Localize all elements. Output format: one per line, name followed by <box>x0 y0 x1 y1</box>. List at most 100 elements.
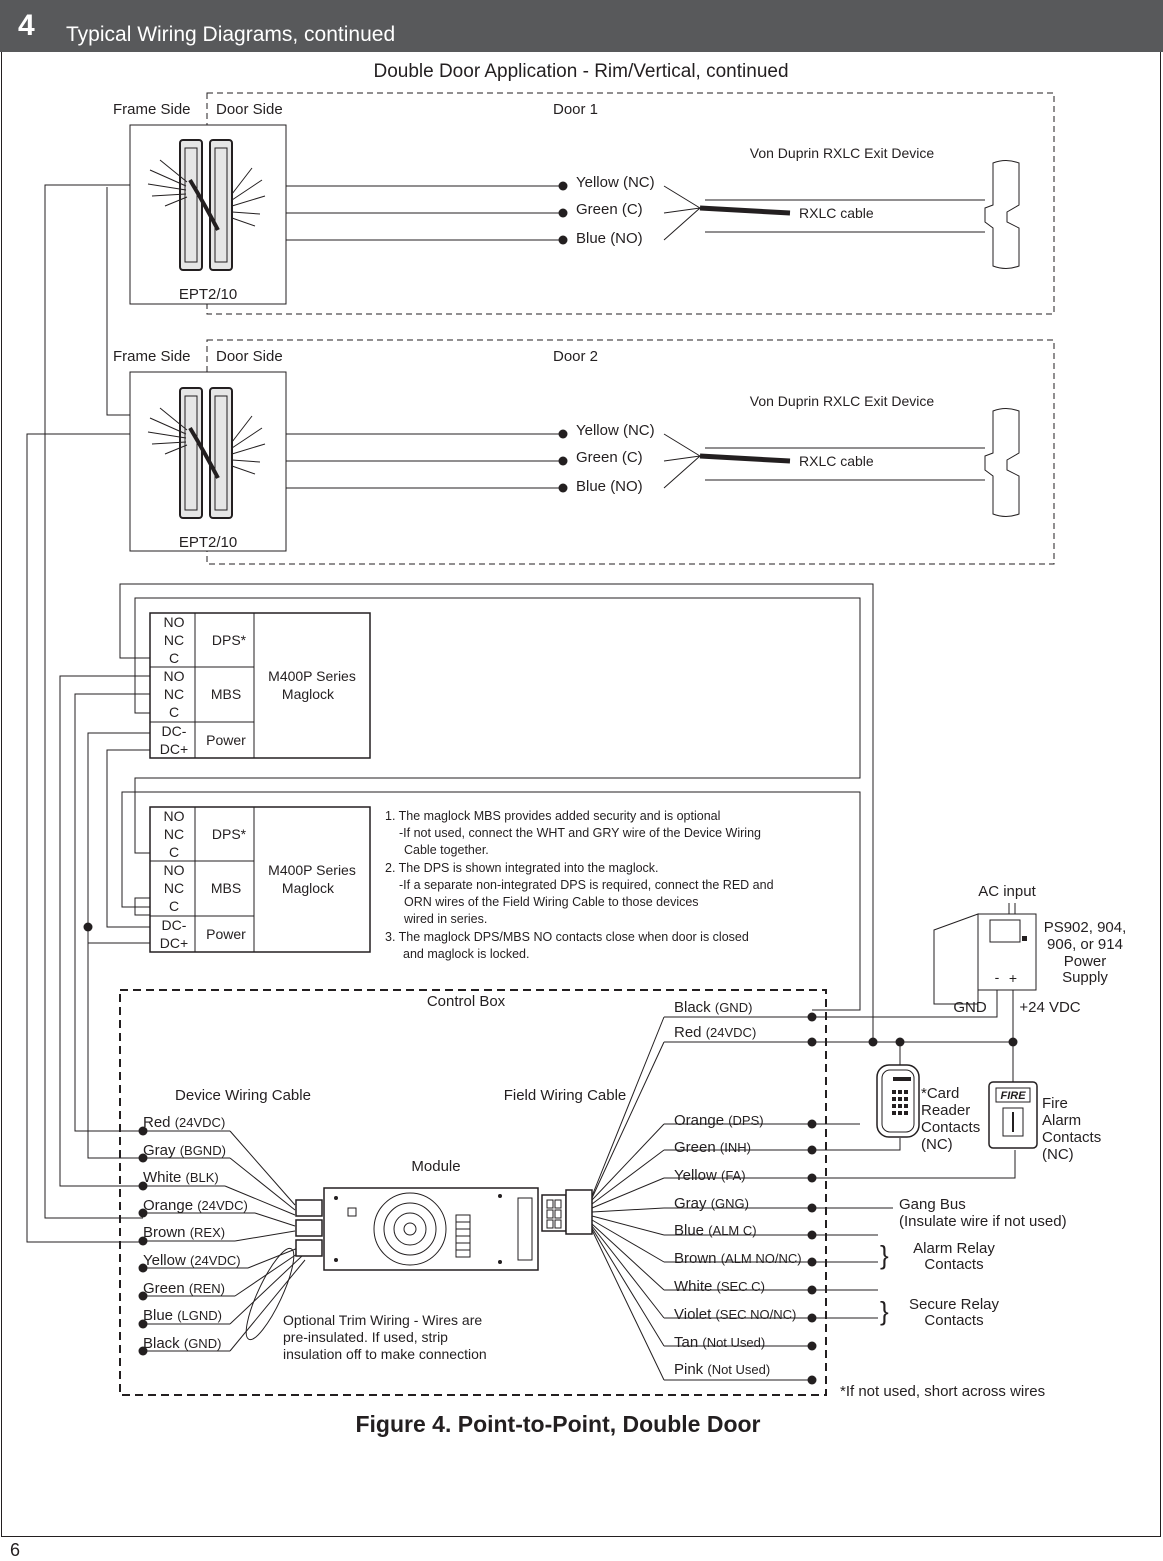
group-label-power: Power <box>206 732 246 748</box>
field-wire-label: Blue (ALM C) <box>674 1222 757 1239</box>
terminal-label: NC <box>164 686 184 702</box>
terminal-label: NO <box>164 668 185 684</box>
module-board-icon <box>295 1187 593 1271</box>
note-line: Cable together. <box>404 843 489 857</box>
field-wire-label: Tan (Not Used) <box>674 1334 765 1351</box>
ept-label: EPT2/10 <box>179 286 237 303</box>
gnd-label: GND <box>953 999 987 1016</box>
terminal-label: C <box>169 844 179 860</box>
diagram-title: Double Door Application - Rim/Vertical, … <box>373 61 788 82</box>
gang-bus-note: (Insulate wire if not used) <box>899 1213 1067 1230</box>
device-wire-label: Black (GND) <box>143 1335 221 1352</box>
trim-note: insulation off to make connection <box>283 1346 487 1362</box>
maglock-1: NO NC C NO NC C DC- DC+ DPS* MBS Power M… <box>149 612 371 759</box>
terminal-label: NC <box>164 880 184 896</box>
terminal-dot <box>558 235 568 245</box>
fire-alarm-label: Fire <box>1042 1095 1068 1112</box>
page-header: 4 Typical Wiring Diagrams, continued <box>0 0 1163 52</box>
terminal-label: DC+ <box>160 935 188 951</box>
field-wire-label: Pink (Not Used) <box>674 1361 770 1378</box>
vdc-label: +24 VDC <box>1019 999 1080 1016</box>
control-box-title: Control Box <box>427 993 506 1010</box>
figure-caption: Figure 4. Point-to-Point, Double Door <box>355 1411 760 1437</box>
card-reader-label: *Card <box>921 1085 959 1102</box>
trim-note: pre-insulated. If used, strip <box>283 1329 448 1345</box>
note-line: 3. The maglock DPS/MBS NO contacts close… <box>385 930 749 944</box>
power-supply-label: Power <box>1064 953 1107 970</box>
terminal-label: DC- <box>162 917 187 933</box>
field-wire-label: Red (24VDC) <box>674 1024 756 1041</box>
terminal-label: C <box>169 650 179 666</box>
interconnect-wires <box>26 184 874 1243</box>
field-wire-label: Gray (GNG) <box>674 1195 749 1212</box>
device-wire-label: Gray (BGND) <box>143 1142 226 1159</box>
field-wire-label: Violet (SEC NO/NC) <box>674 1306 796 1323</box>
power-supply-label: PS902, 904, <box>1044 919 1127 936</box>
card-reader-label: Reader <box>921 1102 970 1119</box>
note-line: 1. The maglock MBS provides added securi… <box>385 809 720 823</box>
rxlc-cable-label: RXLC cable <box>799 453 874 469</box>
gang-bus-label: Gang Bus <box>899 1196 966 1213</box>
group-label-mbs: MBS <box>211 880 241 896</box>
alarm-relay-label: Alarm Relay <box>913 1240 995 1257</box>
group-label-dps: DPS* <box>212 632 247 648</box>
notes: 1. The maglock MBS provides added securi… <box>385 809 774 961</box>
power-supply-label: 906, or 914 <box>1047 936 1123 953</box>
secure-relay-label: Secure Relay <box>909 1296 1000 1313</box>
note-line: and maglock is locked. <box>403 947 529 961</box>
plus-terminal: + <box>1009 970 1017 986</box>
field-wire-label: Yellow (FA) <box>674 1167 746 1184</box>
terminal-label: C <box>169 704 179 720</box>
terminal-dot <box>558 181 568 191</box>
maglock-name: Maglock <box>282 880 335 896</box>
field-wire-label: Brown (ALM NO/NC) <box>674 1250 802 1267</box>
device-cable-title: Device Wiring Cable <box>175 1087 311 1104</box>
device-wire-label: White (BLK) <box>143 1169 219 1186</box>
power-supply: AC input - + PS902, 904, 906, or 914 Pow… <box>812 883 1126 1082</box>
junction-dot <box>1008 1037 1018 1047</box>
footnote: *If not used, short across wires <box>840 1383 1045 1400</box>
door-section-1: Frame Side Door Side Door 1 EPT2/10 Von … <box>113 92 1055 315</box>
terminal-label: NO <box>164 614 185 630</box>
card-reader-icon <box>876 1064 920 1138</box>
maglock-2: NO NC C NO NC C DC- DC+ DPS* MBS Power M… <box>149 806 371 953</box>
trim-note: Optional Trim Wiring - Wires are <box>283 1312 482 1328</box>
secure-relay-brace: } <box>880 1296 889 1326</box>
maglock-name: M400P Series <box>268 862 356 878</box>
note-line: -If not used, connect the WHT and GRY wi… <box>399 826 761 840</box>
terminal-label: DC+ <box>160 741 188 757</box>
device-wire-label: Green (REN) <box>143 1280 225 1297</box>
wire-label-blue: Blue (NO) <box>576 478 643 495</box>
terminal-label: C <box>169 898 179 914</box>
wire-label-green: Green (C) <box>576 201 643 218</box>
ept-hinge-icon <box>147 139 266 271</box>
exit-device-title: Von Duprin RXLC Exit Device <box>750 393 935 409</box>
group-label-dps: DPS* <box>212 826 247 842</box>
page-frame <box>1 52 1161 1537</box>
terminal-label: DC- <box>162 723 187 739</box>
terminal-label: NO <box>164 862 185 878</box>
fire-alarm-label: Alarm <box>1042 1112 1081 1129</box>
alarm-relay-brace: } <box>880 1240 889 1270</box>
wire-label-yellow: Yellow (NC) <box>576 422 655 439</box>
group-label-mbs: MBS <box>211 686 241 702</box>
door-section-2: Frame Side Door Side Door 2 EPT2/10 Von … <box>113 339 1055 565</box>
field-cable-title: Field Wiring Cable <box>504 1087 627 1104</box>
door-side-label: Door Side <box>216 101 283 118</box>
ept-hinge-icon <box>147 387 266 519</box>
wire-label-green: Green (C) <box>576 449 643 466</box>
power-supply-label: Supply <box>1062 969 1108 986</box>
fire-sign-text: FIRE <box>1000 1090 1026 1102</box>
device-wire-label: Red (24VDC) <box>143 1114 225 1131</box>
maglock-name: Maglock <box>282 686 335 702</box>
card-reader-label: Contacts <box>921 1119 980 1136</box>
group-label-power: Power <box>206 926 246 942</box>
field-wire-label: White (SEC C) <box>674 1278 765 1295</box>
door-label: Door 2 <box>553 348 598 365</box>
minus-terminal: - <box>995 969 1000 985</box>
note-line: ORN wires of the Field Wiring Cable to t… <box>404 895 699 909</box>
rxlc-cable-label: RXLC cable <box>799 205 874 221</box>
terminal-dot <box>558 208 568 218</box>
card-reader-label: (NC) <box>921 1136 953 1153</box>
